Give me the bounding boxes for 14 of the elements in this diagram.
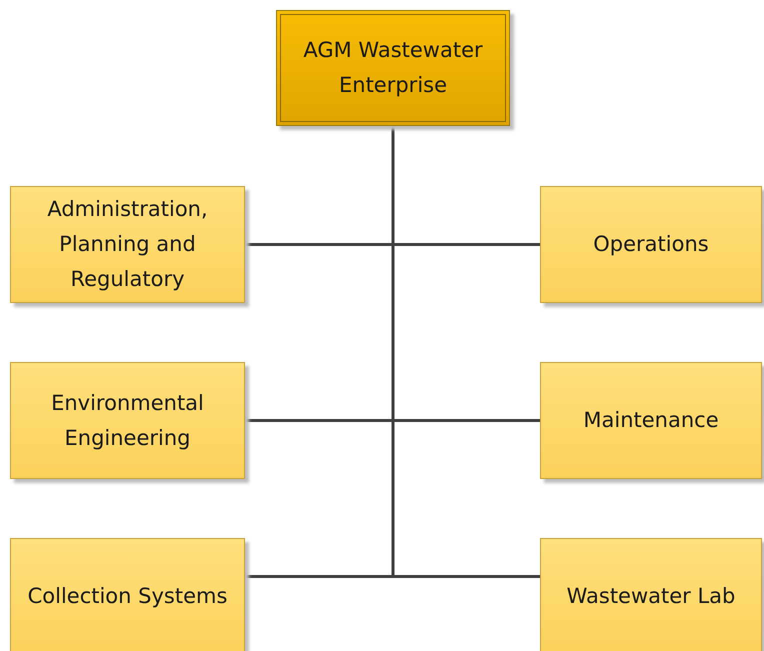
unit-box bbox=[10, 362, 245, 479]
unit-name: Maintenance bbox=[582, 407, 720, 434]
unit-box bbox=[540, 538, 762, 651]
unit-name: Operations bbox=[592, 231, 710, 258]
unit-name: Environmental Engineering bbox=[50, 390, 205, 452]
unit-box bbox=[540, 186, 762, 303]
unit-box bbox=[540, 362, 762, 479]
unit-name: Collection Systems bbox=[26, 583, 228, 610]
unit-box bbox=[10, 538, 245, 651]
unit-name: Administration, Planning and Regulatory bbox=[46, 196, 209, 293]
unit-name: Wastewater Lab bbox=[566, 583, 736, 610]
unit-name: AGM Wastewater Enterprise bbox=[302, 37, 484, 99]
top-unit-box bbox=[276, 10, 510, 126]
unit-box bbox=[10, 186, 245, 303]
